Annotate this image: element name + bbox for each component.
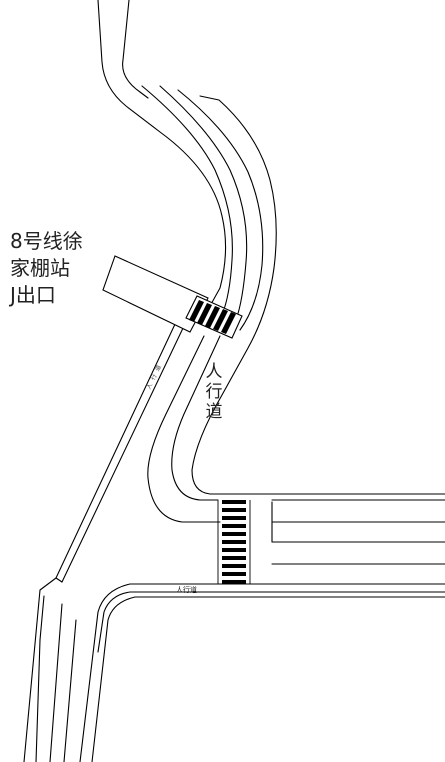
lane-line-2	[159, 85, 248, 321]
road-edge-lower-right-2	[91, 619, 109, 762]
road-edge-upper-outer-left	[97, 0, 227, 316]
sidewalk-inner-edge-left	[147, 335, 221, 523]
sidewalk-char-1: 人	[205, 362, 223, 382]
sidewalk-label-horizontal: 人行道	[176, 586, 197, 594]
sidewalk-char-2: 行	[205, 382, 223, 402]
road-lane-lower-2	[63, 619, 77, 762]
road-lane-lower-1	[49, 603, 63, 762]
station-label-line2: 家棚站	[10, 256, 70, 280]
road-edge-upper-inner-left	[122, 0, 149, 99]
road-line-h-7	[107, 596, 445, 621]
road-line-h-2	[271, 501, 445, 523]
road-line-h-3	[271, 521, 445, 543]
road-line-h-6	[97, 591, 445, 653]
metro-exit-box	[102, 255, 209, 333]
crosswalk-upper	[189, 300, 236, 334]
crosswalk-lower	[222, 500, 246, 584]
diagonal-sidewalk-right	[61, 325, 185, 583]
sidewalk-label-vertical: 人 行 道	[198, 362, 230, 422]
crosswalk-lower-edge	[217, 500, 251, 584]
sidewalk-char-3: 道	[205, 402, 223, 422]
road-edge-lower-left-outer	[23, 577, 57, 762]
lane-line-3	[177, 89, 264, 331]
station-label: 8号线徐 家棚站 J出口	[10, 228, 110, 309]
road-edge-lower-left-inner	[35, 595, 45, 762]
station-label-line3: J出口	[10, 283, 56, 307]
lane-line-1	[141, 85, 233, 316]
road-edge-upper-outer-right	[191, 95, 445, 495]
station-label-line1: 8号线徐	[10, 229, 83, 253]
sidewalk-inner-edge-right	[171, 335, 221, 501]
road-edge-lower-right	[79, 583, 131, 762]
